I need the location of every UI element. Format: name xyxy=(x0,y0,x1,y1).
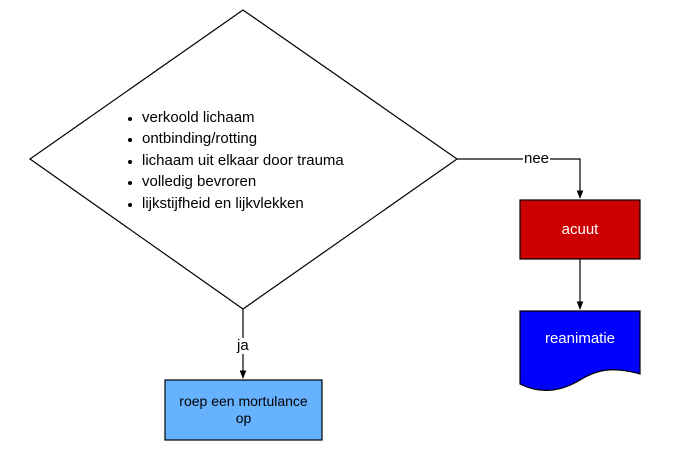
edge-label-ja: ja xyxy=(236,337,250,354)
decision-criteria-list: verkoold lichaam ontbinding/rotting lich… xyxy=(128,107,344,214)
criterion-item: verkoold lichaam xyxy=(128,107,344,128)
resuscitation-node-label: reanimatie xyxy=(544,329,616,347)
edge-label-nee: nee xyxy=(523,150,551,167)
acute-node-label: acuut xyxy=(561,221,599,238)
resuscitation-node[interactable] xyxy=(519,310,641,391)
criterion-item: lijkstijfheid en lijkvlekken xyxy=(128,193,344,214)
edge-nee xyxy=(457,158,584,199)
acute-node[interactable] xyxy=(519,199,641,260)
mortulance-node[interactable] xyxy=(164,379,323,441)
mortulance-node-label: roep een mortulance op xyxy=(179,393,308,426)
criterion-item: lichaam uit elkaar door trauma xyxy=(128,150,344,171)
criterion-item: volledig bevroren xyxy=(128,171,344,192)
criterion-item: ontbinding/rotting xyxy=(128,128,344,149)
